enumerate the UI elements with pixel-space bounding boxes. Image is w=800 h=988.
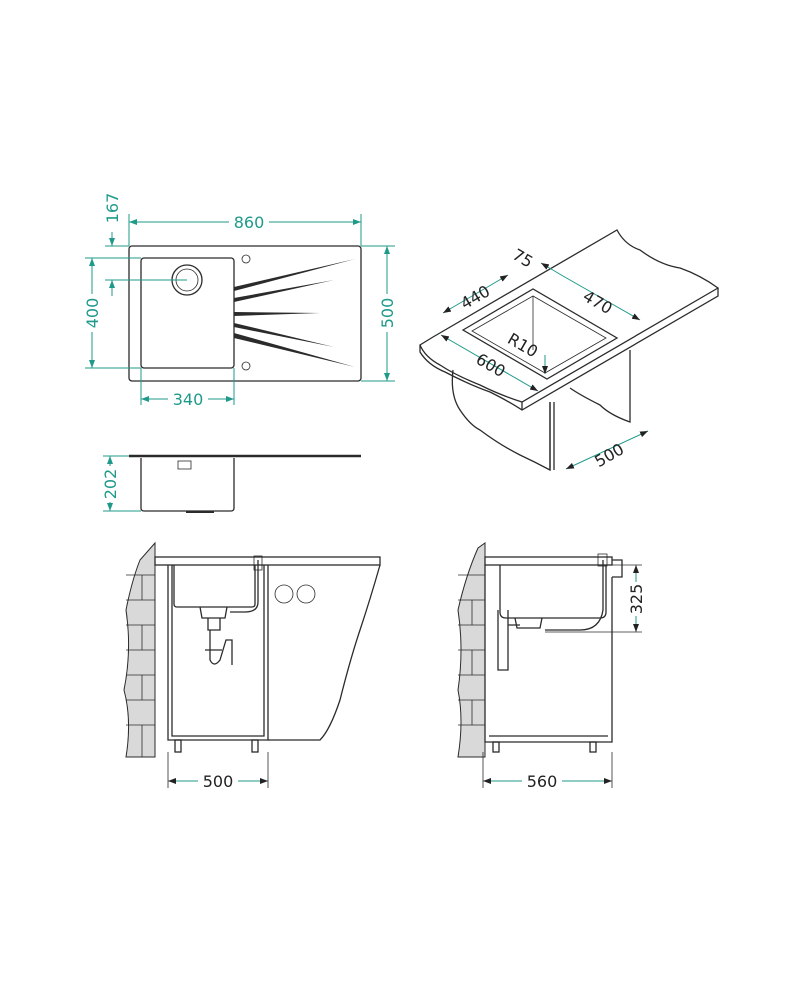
dim-440: 440 — [457, 281, 493, 313]
bowl-outline — [140, 257, 235, 369]
sink-outline — [128, 245, 362, 382]
dim-bowl-height-202: 202 — [101, 469, 120, 500]
tap-hole — [241, 361, 251, 371]
dim-depth-500: 500 — [378, 298, 397, 329]
dim-height-325: 325 — [627, 584, 646, 615]
dim-470: 470 — [580, 286, 616, 318]
dim-waste-offset-167: 167 — [103, 193, 122, 224]
side-view: 202 — [100, 454, 361, 513]
dim-cabinet-depth-560: 560 — [527, 772, 558, 791]
dim-bowl-width-340: 340 — [173, 390, 204, 409]
drainer-grooves — [234, 259, 355, 367]
front-install-view: 500 — [123, 541, 381, 792]
tap-hole — [241, 254, 251, 264]
plan-view: 860 500 400 167 340 — [82, 193, 397, 410]
dim-75: 75 — [509, 245, 536, 272]
iso-view: 75 440 470 R10 600 500 — [419, 229, 720, 471]
side-install-view: 325 560 — [457, 542, 647, 792]
dim-cabinet-width-500: 500 — [203, 772, 234, 791]
dim-width-860: 860 — [234, 213, 265, 232]
dim-500: 500 — [591, 439, 627, 471]
dim-bowl-depth-400: 400 — [83, 298, 102, 329]
dim-radius-r10: R10 — [504, 329, 541, 361]
